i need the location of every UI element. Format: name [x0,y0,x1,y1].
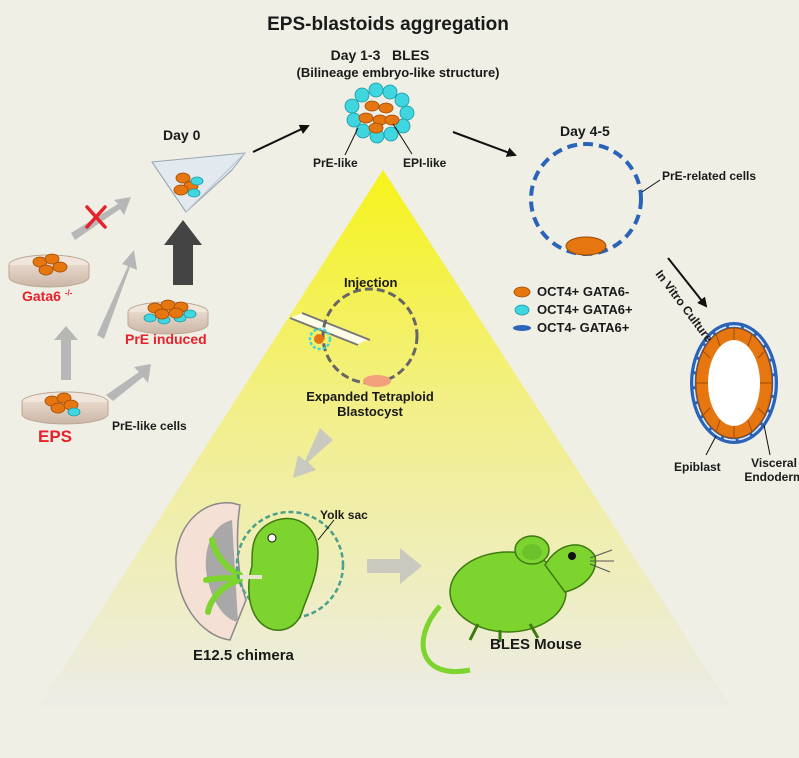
injection-pipette [289,312,371,346]
in-vitro-structure [690,322,778,456]
day0-label: Day 0 [163,127,201,143]
arrow-to-bles [252,124,310,153]
arrow-to-day45 [452,131,517,157]
bles-subtitle: (Bilineage embryo-like structure) [296,65,500,80]
bles-structure [344,82,415,156]
pre-like-label: PrE-like [313,156,358,170]
injection-triangle [40,170,730,705]
injection-label: Injection [344,275,398,290]
arrow-in-vitro [667,257,708,308]
gata6-label: Gata6 -/- [22,288,73,304]
eps-label: EPS [38,427,73,446]
chimera-label: E12.5 chimera [193,647,294,664]
blocked-x-icon [85,205,107,229]
induction-arrow [164,220,202,285]
arrow-to-chimera [293,428,333,478]
pyramid-well [151,152,247,213]
day45-ring [529,142,661,256]
yolk-sac-label: Yolk sac [320,508,368,522]
gata6-dish [8,253,90,288]
mouse-label: BLES Mouse [490,636,582,653]
bles-day-label: Day 1-3 BLES [330,47,430,63]
diagram-title: EPS-blastoids aggregation [267,14,509,35]
day45-label: Day 4-5 [560,123,610,139]
arrow-to-mouse [367,548,422,584]
eps-dish [21,391,109,425]
e125-chimera [175,502,345,641]
epiblast-label: Epiblast [674,460,721,474]
epi-like-label: EPI-like [403,156,447,170]
pre-like-cells-label: PrE-like cells [112,419,187,433]
bles-mouse [420,535,614,674]
tetraploid-blastocyst [308,287,419,387]
grey-arrows [54,197,151,401]
pre-induced-dish [127,299,209,335]
pre-related-label: PrE-related cells [662,169,757,183]
pre-induced-label: PrE induced [125,331,207,347]
